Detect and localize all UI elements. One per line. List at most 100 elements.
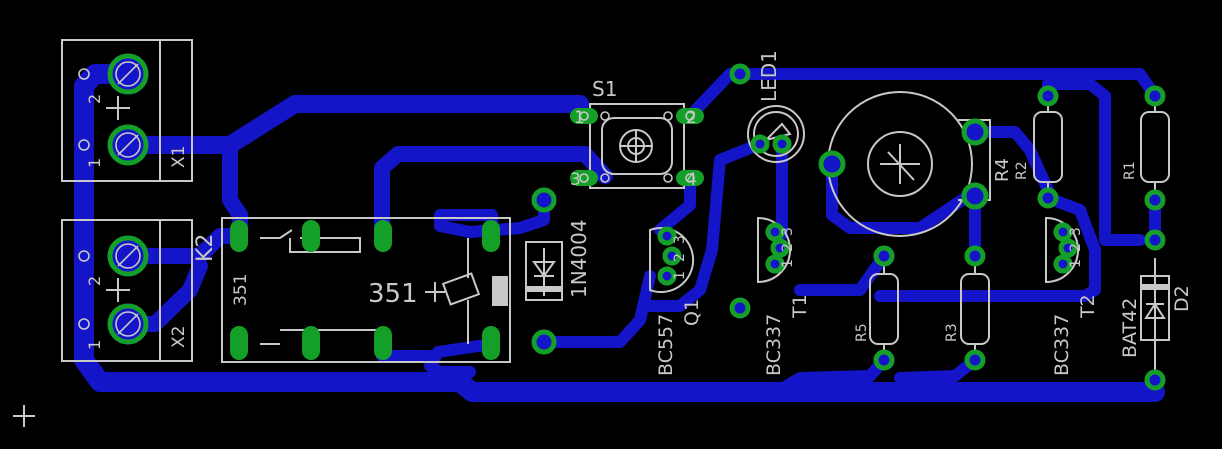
s1-pin3-label: 3 — [570, 170, 581, 190]
r1-label: R1 — [1122, 161, 1138, 180]
t1-pad-1 — [765, 254, 785, 274]
hole-x1-1-slot — [117, 134, 139, 156]
s1-pad-1 — [570, 108, 598, 124]
d2-label: D2 — [1171, 285, 1193, 312]
r3-pad-1 — [964, 245, 986, 267]
t2-pad-1 — [1053, 254, 1073, 274]
t1-pin1-label: 1 — [780, 259, 796, 268]
q1-pad-2 — [662, 246, 682, 266]
s1-pin2-label: 2 — [686, 108, 697, 128]
d2-pad-2 — [1144, 369, 1166, 391]
trace-t2-d2 — [874, 192, 1101, 302]
relay-coil-symbol — [441, 272, 481, 306]
relay-outline — [221, 217, 511, 363]
k2-label: K2 — [193, 234, 218, 262]
t2-outline — [1045, 216, 1079, 284]
t2-pin3-label: 3 — [1068, 227, 1084, 236]
k2-value-label: 351 — [231, 274, 251, 306]
q1-pin1-label: 1 — [672, 271, 688, 280]
relay-pad-d — [482, 220, 500, 252]
trace-t1-r5 — [794, 250, 890, 296]
trace-led-left — [639, 138, 766, 312]
r1-pad-1 — [1144, 85, 1166, 107]
silkscreen-layer — [13, 39, 1170, 427]
r3-pad-2 — [964, 349, 986, 371]
hole-x2-small-b — [78, 318, 90, 330]
t1-value-label: BC337 — [763, 314, 785, 376]
d1-outline — [525, 241, 563, 301]
t2-value-label: BC337 — [1051, 314, 1073, 376]
trace-pot-left — [826, 154, 974, 234]
relay-pad-g — [374, 326, 392, 360]
relay-value-label: 351 — [368, 279, 418, 309]
hole-x1-2-slot — [117, 63, 139, 85]
trace-relay-switch3 — [374, 146, 613, 244]
relay-pad-e — [230, 326, 248, 360]
s1-outline — [589, 103, 685, 189]
via-led — [729, 63, 751, 85]
hole-s1-7 — [600, 173, 610, 183]
r4-pad-2 — [961, 118, 989, 146]
d1-value-label: 1N4004 — [567, 219, 591, 298]
s1-pad-4 — [676, 170, 704, 186]
s1-pad-2 — [676, 108, 704, 124]
x1-label: X1 — [169, 146, 189, 168]
drill-holes — [78, 61, 695, 337]
trace-x1-switch — [119, 95, 589, 154]
t1-pad-2 — [770, 238, 790, 258]
r4-pad-1 — [818, 150, 846, 178]
led1-pad-k — [772, 134, 792, 154]
t1-pin2-label: 2 — [780, 243, 796, 252]
trace-diode-bottom — [538, 270, 656, 348]
r4-label: R4 — [992, 158, 1013, 182]
t1-pad-3 — [765, 222, 785, 242]
x1-outline — [61, 39, 193, 182]
d2-cathode-band — [1141, 284, 1169, 290]
x2-pin2-label: 2 — [85, 276, 104, 286]
d1-pad-top — [531, 187, 557, 213]
hole-s1-5 — [600, 111, 610, 121]
trace-pot-r4 — [962, 126, 1054, 196]
trace-coil-bottom — [424, 338, 498, 378]
q1-pad-1 — [657, 266, 677, 286]
r2-pad-1 — [1037, 85, 1059, 107]
hole-x1-2 — [115, 61, 141, 87]
r5-pad-2 — [873, 349, 895, 371]
relay-core-bar — [492, 276, 508, 306]
hole-x2-1 — [115, 311, 141, 337]
s1-pin1-label: 1 — [574, 108, 585, 128]
t1-outline — [757, 216, 791, 284]
led1-label: LED1 — [757, 50, 781, 102]
t2-label: T2 — [1077, 294, 1099, 319]
hole-s1-6 — [663, 111, 673, 121]
hole-x2-2-slot — [117, 245, 139, 267]
relay-pad-b — [302, 220, 320, 252]
trace-ground-loop — [74, 64, 1165, 402]
x1-pin2-label: 2 — [85, 94, 104, 104]
d1-pad-bottom — [531, 329, 557, 355]
led1-pad-a — [750, 134, 770, 154]
x1-pin1-label: 1 — [85, 158, 104, 168]
hole-s1-8 — [663, 173, 673, 183]
q1-pin3-label: 3 — [672, 235, 688, 244]
t1-pin3-label: 3 — [780, 227, 796, 236]
trace-r5-bottom — [774, 354, 890, 396]
trace-switch2-top — [684, 68, 1161, 122]
relay-pad-f — [302, 326, 320, 360]
hole-x1-small-b — [78, 139, 90, 151]
s1-pad-3 — [570, 170, 598, 186]
r4-pot-inner — [867, 131, 933, 197]
hole-s1-4 — [685, 173, 695, 183]
t2-pad-3 — [1053, 222, 1073, 242]
relay-contact-top — [260, 229, 361, 253]
t2-pin1-label: 1 — [1068, 259, 1084, 268]
relay-pad-c — [374, 220, 392, 252]
s1-inner — [601, 117, 673, 175]
t1-label: T1 — [789, 294, 811, 319]
q1-pin2-label: 2 — [672, 253, 688, 262]
relay-pad-h — [482, 326, 500, 360]
trace-switch4 — [654, 172, 696, 236]
hole-x2-2 — [115, 243, 141, 269]
hole-x2-small-a — [78, 250, 90, 262]
